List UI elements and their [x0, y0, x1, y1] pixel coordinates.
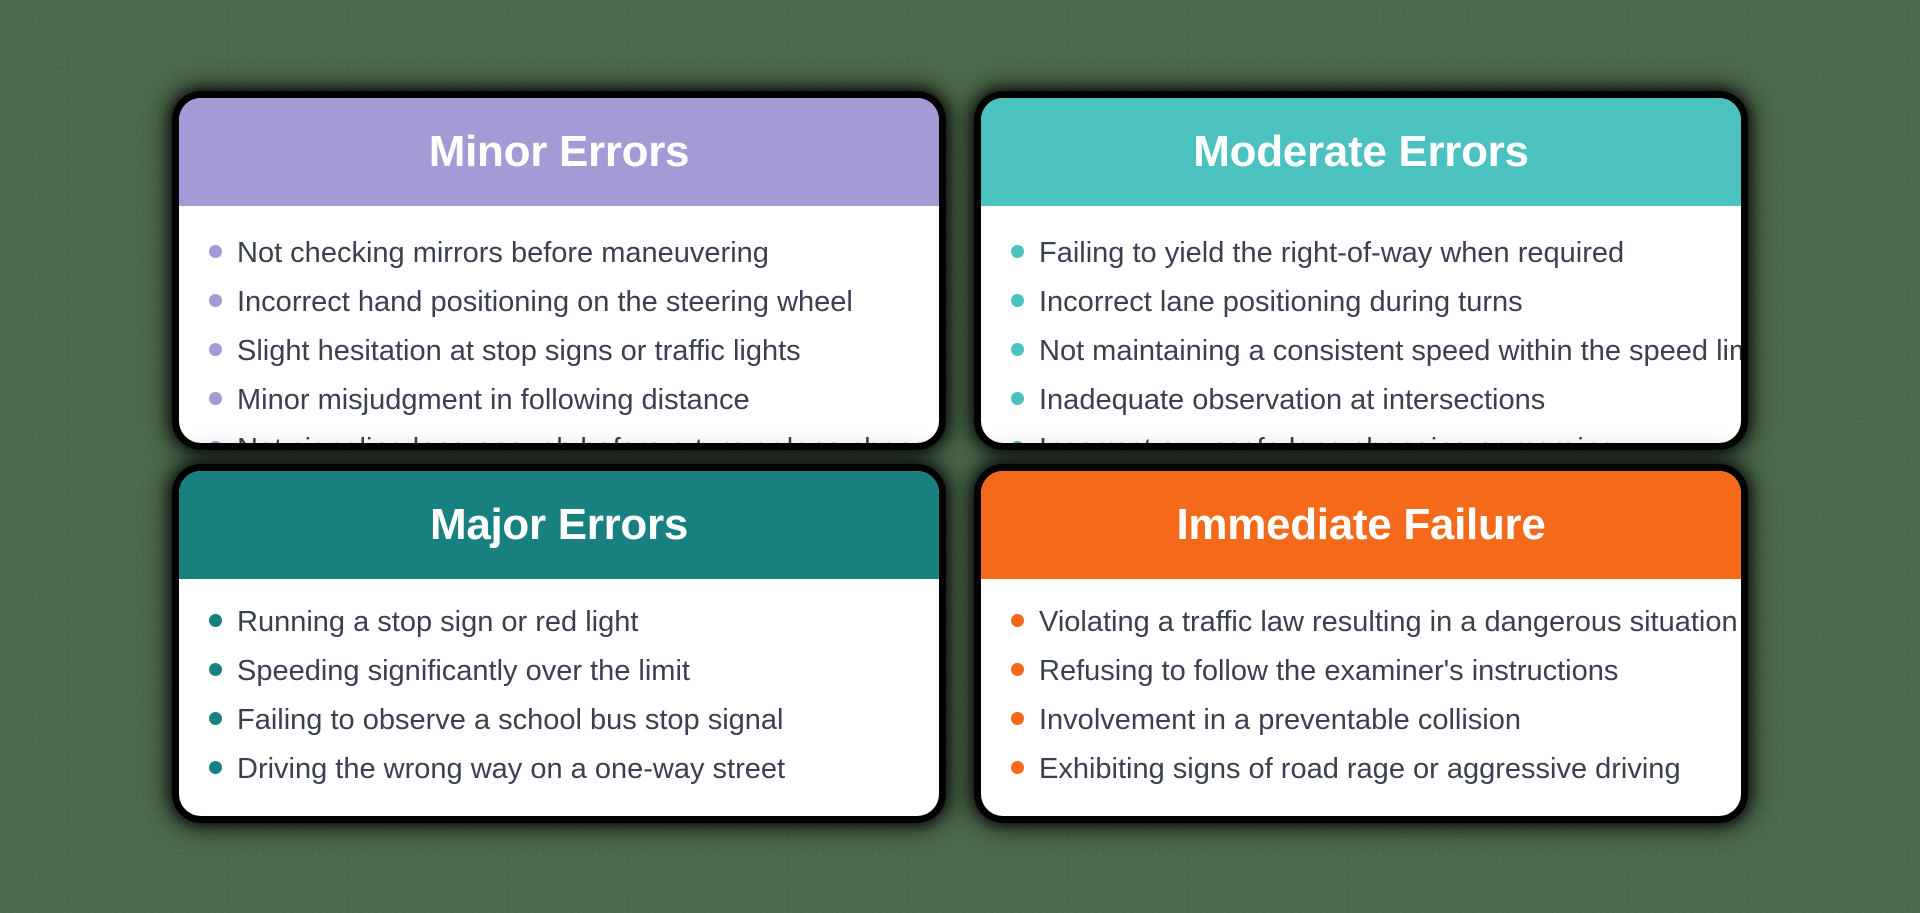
list-item-label: Speeding significantly over the limit [237, 654, 690, 687]
card-body-immediate-failure: Violating a traffic law resulting in a d… [981, 579, 1741, 816]
list-item-label: Not maintaining a consistent speed withi… [1039, 334, 1741, 367]
list-item: Not checking mirrors before maneuvering [209, 236, 905, 270]
list-item-label: Exhibiting signs of road rage or aggress… [1039, 753, 1681, 786]
card-header-major-errors: Major Errors [179, 470, 939, 579]
card-header-minor-errors: Minor Errors [179, 97, 939, 206]
bullet-dot-icon [1011, 613, 1024, 627]
bullet-dot-icon [209, 392, 222, 406]
bullet-dot-icon [209, 441, 222, 443]
list-item: Incorrect or unsafe lane changing or mer… [1011, 432, 1707, 443]
list-item-label: Inadequate observation at intersections [1039, 384, 1546, 417]
list-item-label: Incorrect or unsafe lane changing or mer… [1039, 432, 1616, 442]
bullet-list-minor-errors: Not checking mirrors before maneuvering … [209, 236, 939, 443]
list-item: Speeding significantly over the limit [209, 654, 905, 688]
card-major-errors: Major Errors Running a stop sign or red … [179, 470, 939, 816]
list-item: Exhibiting signs of road rage or aggress… [1011, 752, 1707, 786]
bullet-dot-icon [209, 293, 222, 307]
bullet-dot-icon [209, 662, 222, 676]
list-item: Minor misjudgment in following distance [209, 383, 905, 417]
bullet-dot-icon [1011, 662, 1024, 676]
bullet-dot-icon [209, 244, 222, 258]
bullet-dot-icon [209, 342, 222, 356]
list-item-label: Violating a traffic law resulting in a d… [1039, 605, 1738, 638]
list-item-label: Not checking mirrors before maneuvering [237, 236, 769, 269]
bullet-dot-icon [1011, 293, 1024, 307]
list-item-label: Driving the wrong way on a one-way stree… [237, 753, 786, 786]
bullet-dot-icon [1011, 761, 1024, 775]
list-item: Running a stop sign or red light [209, 605, 905, 639]
card-body-moderate-errors: Failing to yield the right-of-way when r… [981, 206, 1741, 443]
bullet-dot-icon [209, 761, 222, 775]
list-item: Violating a traffic law resulting in a d… [1011, 605, 1738, 639]
list-item: Not signaling long enough before a turn … [209, 432, 939, 443]
card-body-major-errors: Running a stop sign or red light Speedin… [179, 579, 939, 816]
list-item-label: Involvement in a preventable collision [1039, 703, 1521, 736]
bullet-list-major-errors: Running a stop sign or red light Speedin… [209, 605, 905, 787]
bullet-dot-icon [209, 613, 222, 627]
card-header-moderate-errors: Moderate Errors [981, 97, 1741, 206]
list-item-label: Failing to yield the right-of-way when r… [1039, 236, 1625, 269]
list-item: Incorrect hand positioning on the steeri… [209, 285, 905, 319]
bullet-dot-icon [1011, 711, 1024, 725]
list-item-label: Minor misjudgment in following distance [237, 384, 750, 417]
card-body-minor-errors: Not checking mirrors before maneuvering … [179, 206, 939, 443]
card-immediate-failure: Immediate Failure Violating a traffic la… [981, 470, 1741, 816]
card-title-major-errors: Major Errors [429, 499, 689, 549]
list-item: Slight hesitation at stop signs or traff… [209, 334, 905, 368]
list-item: Failing to observe a school bus stop sig… [209, 703, 905, 737]
list-item: Incorrect lane positioning during turns [1011, 285, 1707, 319]
list-item: Failing to yield the right-of-way when r… [1011, 236, 1707, 270]
list-item: Involvement in a preventable collision [1011, 703, 1707, 737]
card-title-moderate-errors: Moderate Errors [1193, 126, 1529, 176]
list-item-label: Incorrect lane positioning during turns [1039, 285, 1523, 318]
bullet-dot-icon [1011, 244, 1024, 258]
list-item-label: Failing to observe a school bus stop sig… [237, 703, 784, 736]
list-item-label: Refusing to follow the examiner's instru… [1039, 654, 1619, 687]
bullet-dot-icon [1011, 392, 1024, 406]
list-item-label: Not signaling long enough before a turn … [237, 432, 939, 442]
bullet-dot-icon [209, 711, 222, 725]
bullet-dot-icon [1011, 342, 1024, 356]
list-item-label: Incorrect hand positioning on the steeri… [237, 285, 853, 318]
card-moderate-errors: Moderate Errors Failing to yield the rig… [981, 97, 1741, 443]
card-title-immediate-failure: Immediate Failure [1176, 499, 1546, 549]
bullet-dot-icon [1011, 441, 1024, 443]
list-item: Inadequate observation at intersections [1011, 383, 1707, 417]
bullet-list-moderate-errors: Failing to yield the right-of-way when r… [1011, 236, 1741, 443]
list-item: Driving the wrong way on a one-way stree… [209, 752, 905, 786]
list-item-label: Running a stop sign or red light [237, 605, 639, 638]
list-item-label: Slight hesitation at stop signs or traff… [237, 334, 801, 367]
bullet-list-immediate-failure: Violating a traffic law resulting in a d… [1011, 605, 1738, 787]
card-title-minor-errors: Minor Errors [428, 126, 690, 176]
list-item: Refusing to follow the examiner's instru… [1011, 654, 1707, 688]
card-header-immediate-failure: Immediate Failure [981, 470, 1741, 579]
list-item: Not maintaining a consistent speed withi… [1011, 334, 1741, 368]
card-minor-errors: Minor Errors Not checking mirrors before… [179, 97, 939, 443]
